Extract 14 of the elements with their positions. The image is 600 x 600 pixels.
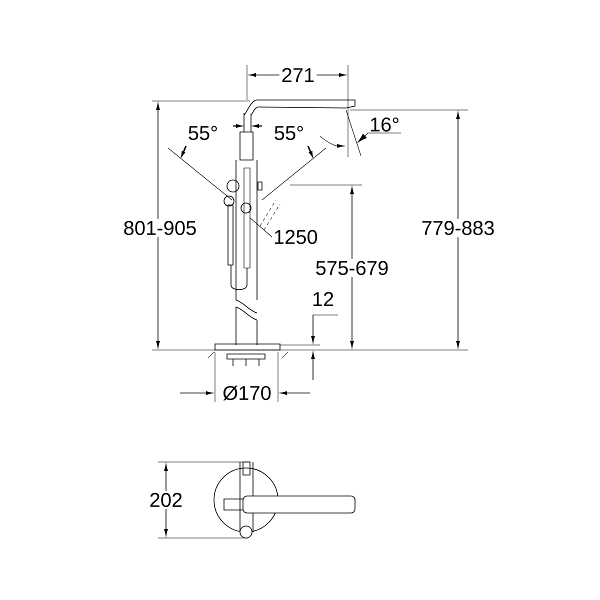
dimension-text: Ø170 <box>223 386 271 400</box>
dimension-text: 801-905 <box>124 220 196 236</box>
dimension-text: 271 <box>282 68 314 82</box>
dimension-text: 779-883 <box>422 220 494 236</box>
dimension-text: 55° <box>274 126 303 140</box>
leader-line <box>250 218 272 238</box>
leader-line <box>358 132 402 142</box>
hose <box>244 168 250 268</box>
dimension-text: 12 <box>313 292 334 306</box>
dimension-text: 202 <box>150 492 182 508</box>
dimension-text: 575-679 <box>316 260 388 276</box>
dimension-text: 55° <box>188 126 217 140</box>
dimension-text: 1250 <box>274 230 318 244</box>
dimension-text: 16° <box>370 117 398 132</box>
